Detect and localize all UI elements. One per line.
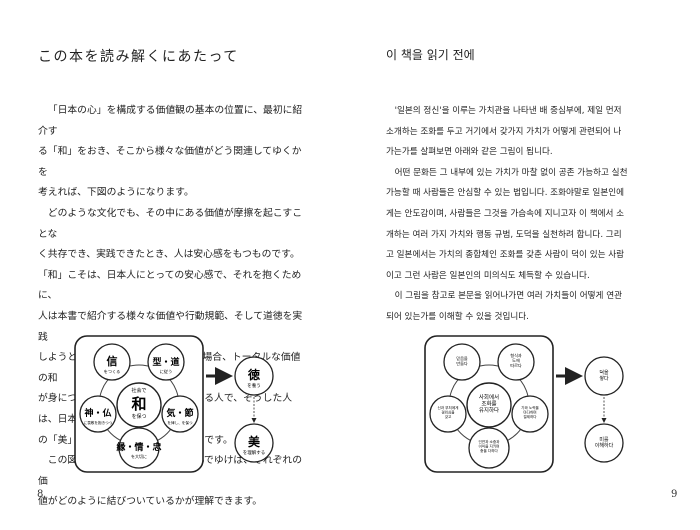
paragraph: 「日本の心」を構成する価値観の基本の位置に、最初に紹介す る「和」をおき、そこか…	[38, 105, 303, 199]
node-sub-label: を律し、を保つ	[167, 420, 193, 425]
page-title-japanese: この本を読み解くにあたって	[38, 49, 239, 65]
node-form-way	[497, 343, 535, 381]
page-title-korean: 이 책을 읽기 전에	[386, 48, 475, 62]
node-ki-setsu	[161, 395, 199, 433]
node-sub-label: に従う	[160, 368, 173, 375]
paragraph: '일본의 정신'을 이루는 가치관을 나타낸 배 중심부에, 제일 먼저 소개하…	[386, 106, 622, 158]
result-main-label: 美	[248, 434, 261, 449]
result-sub-label: を理解する	[243, 449, 266, 456]
result-sub-label: を養う	[247, 382, 261, 389]
node-main-label: 気・節	[166, 407, 193, 419]
paragraph: 이 그림을 참고로 본문을 읽어나가면 여러 가치들이 어떻게 연관 되어 있는…	[386, 291, 623, 322]
center-bottom-label: を保つ	[131, 413, 146, 420]
node-sub-label: に畏敬を抱きつつ	[84, 420, 113, 425]
center-node	[116, 382, 162, 428]
result-main-label: 徳	[247, 367, 260, 382]
node-gods-buddha	[429, 395, 467, 433]
right-page: 이 책을 읽기 전에 '일본의 정신'을 이루는 가치관을 나타낸 배 중심부에…	[350, 0, 700, 530]
node-trust	[443, 343, 481, 381]
center-main-label: 和	[131, 395, 146, 413]
node-main-label: 縁・情・忠	[116, 441, 161, 453]
node-kami-hotoke	[79, 395, 117, 433]
center-node	[466, 382, 512, 428]
values-diagram-japanese: 社会で 和 を保つ 信 をつくる 型・道 に従う 気・節 を律し、を保つ 縁・情…	[74, 335, 274, 473]
node-main-label: 神・仏	[84, 407, 111, 419]
result-node-beauty	[584, 423, 624, 463]
page-number: 9	[671, 489, 678, 500]
paragraph: 어떤 문화든 그 내부에 있는 가치가 마찰 없이 공존 가능하고 실천 가능할…	[386, 167, 628, 281]
node-shin	[93, 343, 131, 381]
result-node-toku	[234, 356, 274, 396]
node-spirit-restraint	[511, 395, 549, 433]
node-bond-loyalty	[468, 427, 510, 469]
center-top-label: 社会で	[131, 387, 146, 394]
node-sub-label: を大切に	[131, 453, 147, 459]
result-node-bi	[234, 423, 274, 463]
node-sub-label: をつくる	[104, 368, 121, 374]
node-kata-michi	[147, 343, 185, 381]
node-main-label: 型・道	[152, 356, 179, 368]
result-node-virtue	[584, 356, 624, 396]
node-en-jou-chuu	[118, 427, 160, 469]
body-text-korean: '일본의 정신'을 이루는 가치관을 나타낸 배 중심부에, 제일 먼저 소개하…	[386, 101, 662, 328]
left-page: この本を読み解くにあたって 「日本の心」を構成する価値観の基本の位置に、最初に紹…	[37, 49, 303, 507]
node-main-label: 信	[107, 354, 118, 368]
page-number: 8	[37, 489, 44, 500]
